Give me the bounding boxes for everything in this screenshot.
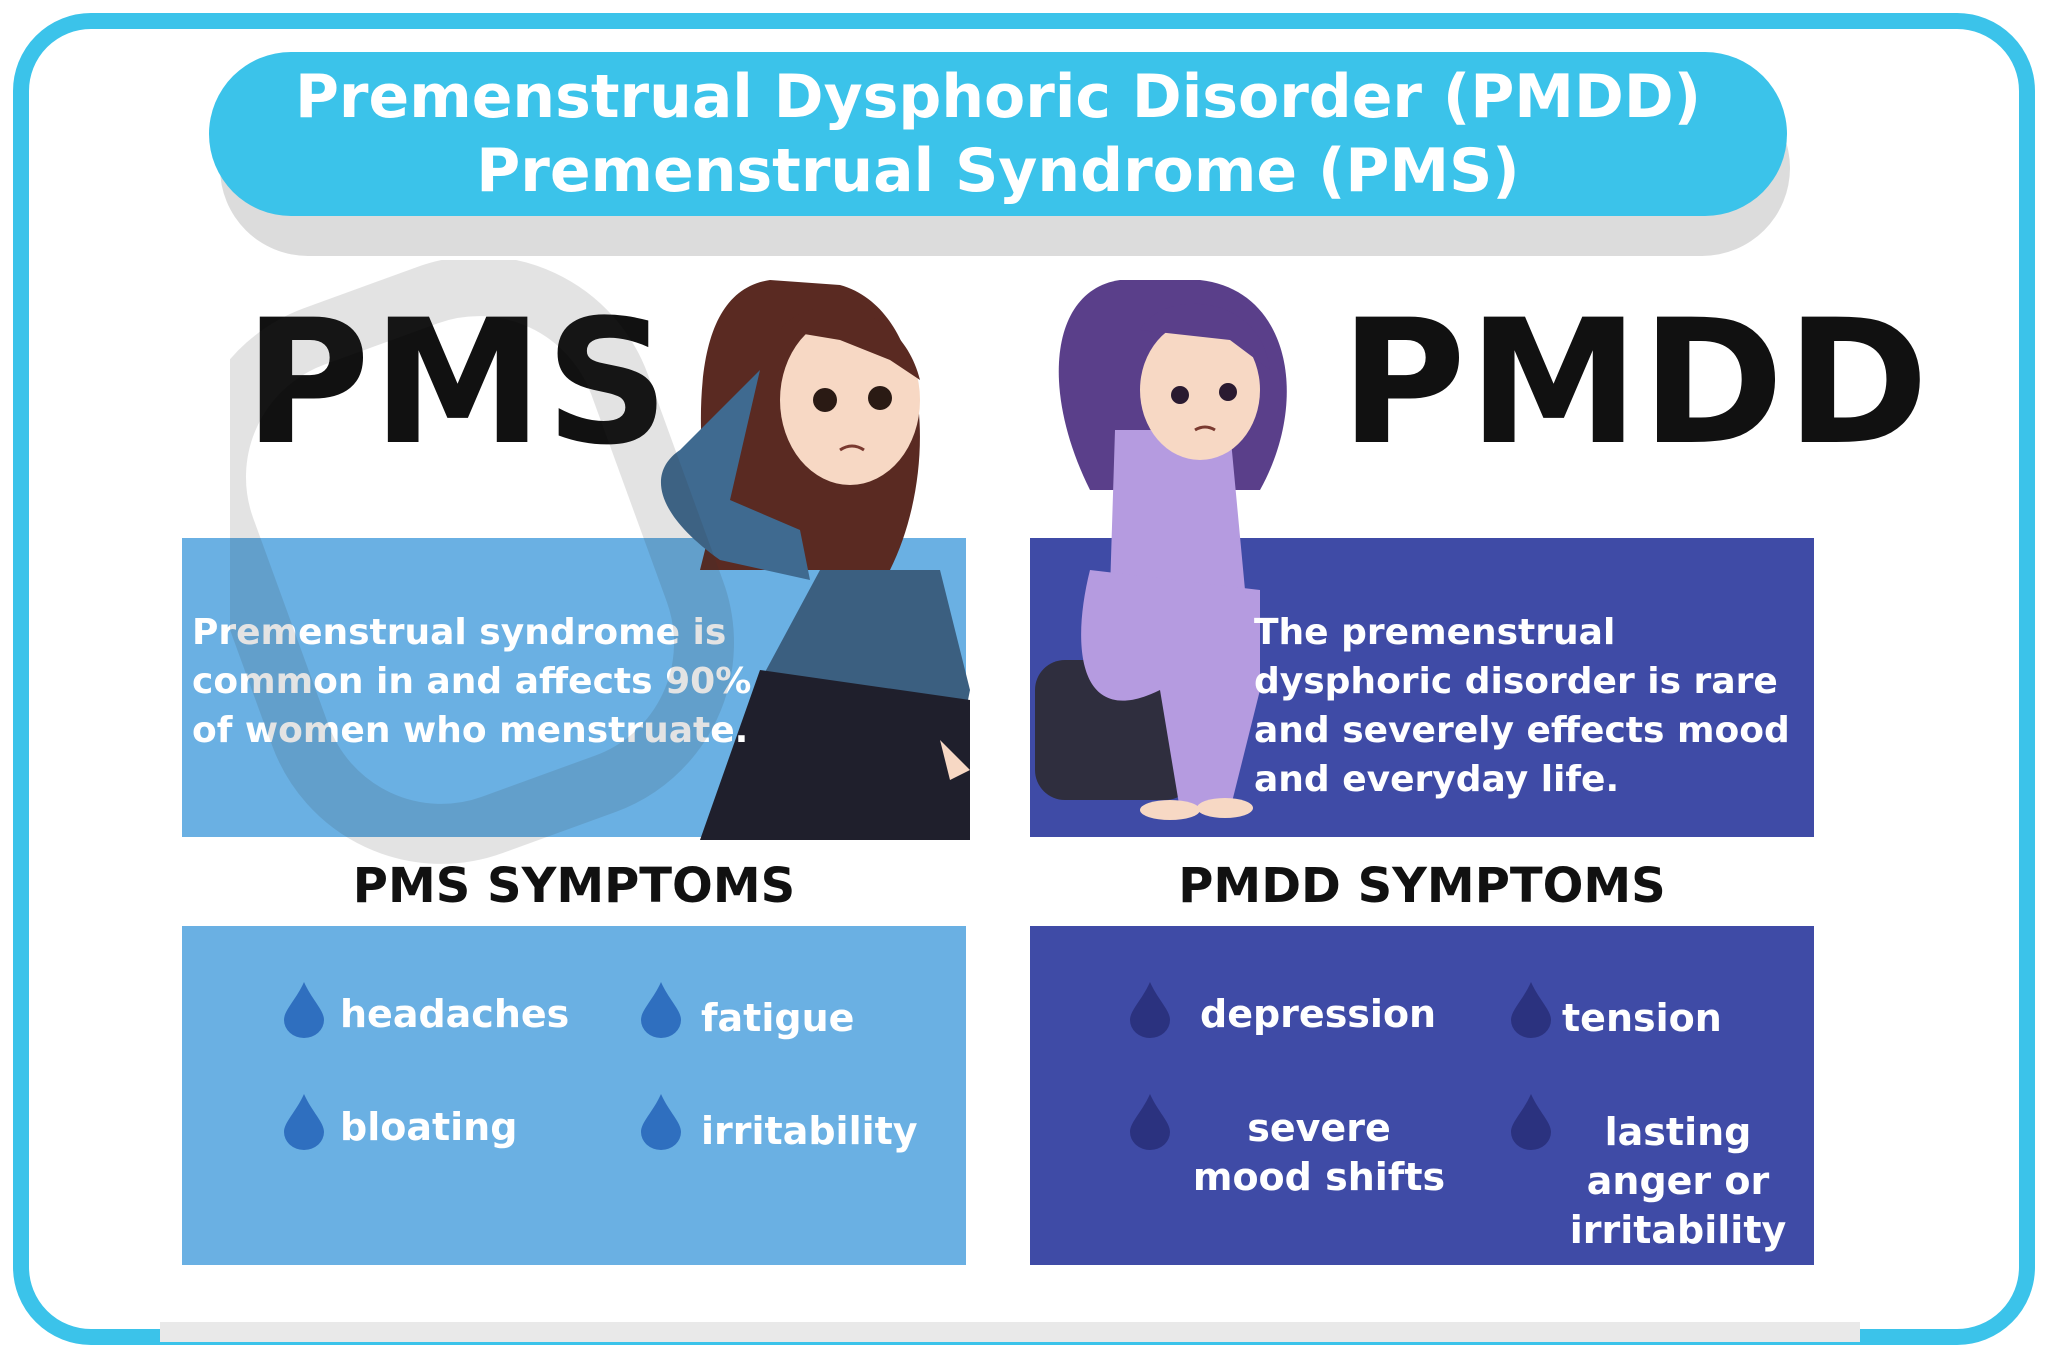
drop-icon	[284, 982, 324, 1038]
pmdd-heading: PMDD	[1340, 282, 1931, 483]
pmdd-woman-illustration	[1035, 280, 1287, 820]
drop-icon	[1130, 982, 1170, 1038]
watermark-logo	[230, 260, 735, 864]
pms-description: Premenstrual syndrome is common in and a…	[192, 612, 752, 751]
pms-symptoms-heading: PMS SYMPTOMS	[352, 858, 796, 914]
pms-woman-illustration	[660, 280, 970, 840]
title-banner: Premenstrual Dysphoric Disorder (PMDD) P…	[209, 52, 1787, 216]
pmdd-symptoms-heading: PMDD SYMPTOMS	[1178, 858, 1666, 914]
drop-icon	[1130, 1094, 1170, 1150]
drop-icon	[1511, 1094, 1551, 1150]
pmdd-description: The premenstrual dysphoric disorder is r…	[1254, 612, 1790, 800]
pms-symptom: bloating	[340, 1105, 518, 1149]
drop-icon	[284, 1094, 324, 1150]
pmdd-symptoms-box	[1030, 926, 1814, 1265]
pms-symptom: irritability	[701, 1109, 918, 1153]
drop-icon	[1511, 982, 1551, 1038]
title-line-1: Premenstrual Dysphoric Disorder (PMDD)	[294, 62, 1702, 132]
pmdd-symptom: depression	[1200, 992, 1437, 1036]
pmdd-symptom: tension	[1562, 996, 1722, 1040]
pms-symptoms-box	[182, 926, 966, 1265]
drop-icon	[641, 1094, 681, 1150]
title-line-2: Premenstrual Syndrome (PMS)	[476, 136, 1520, 206]
pmdd-symptom: severe mood shifts	[1192, 1106, 1446, 1199]
drop-icon	[641, 982, 681, 1038]
pms-symptom: fatigue	[701, 996, 855, 1040]
pms-heading: PMS	[244, 282, 672, 483]
pms-symptom: headaches	[340, 992, 570, 1036]
pmdd-symptom: lasting anger or irritability	[1569, 1110, 1787, 1252]
bottom-shade	[160, 1322, 1860, 1342]
